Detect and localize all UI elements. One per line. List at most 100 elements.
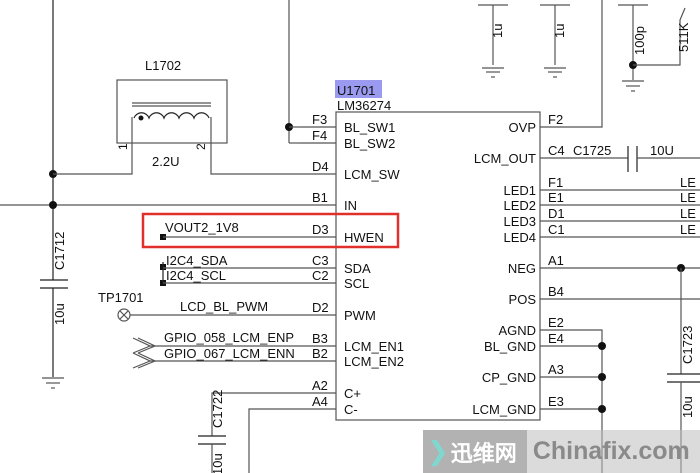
pin-name: PWM: [344, 308, 376, 323]
pin-number: F4: [312, 128, 327, 143]
pin-number: E3: [548, 394, 564, 409]
pin-number: C4: [548, 143, 565, 158]
pin-name: LCM_EN1: [344, 339, 404, 354]
pin-number: A2: [312, 378, 328, 393]
net-i2c4-sda: I2C4_SDA: [166, 253, 228, 268]
led-net-label: LE: [680, 175, 696, 190]
pin-number: A1: [548, 253, 564, 268]
cap-c1723-ref: C1723: [680, 326, 695, 364]
inductor-pin1: 1: [116, 143, 130, 150]
junction-dot: [49, 201, 57, 209]
pin-number: C3: [312, 253, 329, 268]
led-net-label: LE: [680, 190, 696, 205]
led-net-label: LE: [680, 222, 696, 237]
cap-c1725-value: 10U: [650, 143, 674, 158]
net-gpio-067: GPIO_067_LCM_ENN: [164, 346, 295, 361]
pin-name: AGND: [498, 323, 536, 338]
pin-number: D1: [548, 206, 565, 221]
pin-number: D3: [312, 222, 329, 237]
pin-name: LCM_GND: [472, 402, 536, 417]
wire-l-pin1: [53, 117, 133, 175]
inductor-ref: L1702: [145, 58, 181, 73]
pin-name: SDA: [344, 261, 371, 276]
wire-l-pin2: [210, 117, 300, 175]
pin-number: B4: [548, 284, 564, 299]
pin-name: LCM_EN2: [344, 354, 404, 369]
cap-c1725-ref: C1725: [573, 143, 611, 158]
cap-c1722-ref: C1722: [210, 390, 225, 428]
pin-number: F2: [548, 112, 563, 127]
junction-dot: [598, 342, 606, 350]
pin-name: OVP: [509, 120, 536, 135]
pin-number: C2: [312, 268, 329, 283]
pin-name: BL_SW1: [344, 120, 395, 135]
pin-name: LED1: [503, 183, 536, 198]
watermark-arrow-icon: ❯: [427, 436, 449, 467]
pin-name: LCM_OUT: [474, 151, 536, 166]
pin-name: NEG: [508, 261, 536, 276]
pin-name: SCL: [344, 276, 369, 291]
inductor-l1702: [116, 79, 228, 144]
pin-name: IN: [344, 198, 357, 213]
pin-number: A4: [312, 394, 328, 409]
net-lcd-bl-pwm: LCD_BL_PWM: [180, 299, 268, 314]
pin-name: BL_SW2: [344, 136, 395, 151]
wire-gnd-bus: [575, 329, 603, 473]
pin-name: POS: [509, 292, 537, 307]
cap-c1722-value: 10u: [210, 453, 225, 473]
pin-number: B3: [312, 331, 328, 346]
pin-number: F1: [548, 175, 563, 190]
pin-number: B2: [312, 346, 328, 361]
ground-icon: [42, 377, 64, 389]
junction-dot: [598, 373, 606, 381]
pin-number: B1: [312, 190, 328, 205]
cap-top-3-value: 100p: [632, 26, 647, 55]
pin-number: A3: [548, 362, 564, 377]
chip-part: LM36274: [337, 98, 391, 113]
net-i2c4-scl: I2C4_SCL: [166, 268, 226, 283]
pin-number: E4: [548, 331, 564, 346]
resistor-value: 511K: [676, 22, 691, 52]
cap-c1712-value: 10u: [52, 303, 67, 325]
chip-ref-highlight: [335, 80, 382, 98]
led-net-label: LE: [680, 206, 696, 221]
pin-number: D2: [312, 300, 329, 315]
watermark-en: Chinafix.com: [532, 437, 690, 465]
pin-name: LED2: [503, 198, 536, 213]
net-vout2-1v8: VOUT2_1V8: [165, 220, 239, 235]
pin-name: LED4: [503, 230, 536, 245]
pin-number: E1: [548, 190, 564, 205]
resistor-511k: [633, 7, 686, 66]
chip-ref: U1701: [337, 83, 375, 98]
pin-name: CP_GND: [482, 370, 536, 385]
watermark: ❯迅维网 Chinafix.com: [423, 430, 700, 473]
pin-name: C+: [344, 386, 361, 401]
hwen-highlight-box: [141, 212, 400, 249]
cap-top-1: [478, 4, 508, 78]
cap-top-1-value: 1u: [490, 24, 505, 38]
pin-name: HWEN: [344, 230, 384, 245]
cap-c1712-ref: C1712: [52, 232, 67, 270]
pin-number: D4: [312, 159, 329, 174]
cap-top-2-value: 1u: [552, 24, 567, 38]
net-gpio-058: GPIO_058_LCM_ENP: [164, 330, 294, 345]
pin-number: E2: [548, 315, 564, 330]
pin-name: BL_GND: [484, 339, 536, 354]
inductor-pin2: 2: [194, 143, 208, 150]
testpoint-label: TP1701: [98, 290, 144, 305]
watermark-cn-block: ❯迅维网: [423, 430, 527, 473]
cap-c1723-value: 10u: [680, 396, 695, 418]
pin-number: F3: [312, 112, 327, 127]
pin-name: LCM_SW: [344, 167, 400, 182]
testpoint-icon: [117, 308, 131, 322]
pin-name: LED3: [503, 214, 536, 229]
cap-top-2: [540, 4, 570, 78]
pin-name: C-: [344, 402, 358, 417]
chip-body: [335, 111, 541, 421]
pin-number: C1: [548, 222, 565, 237]
inductor-value: 2.2U: [152, 154, 179, 169]
